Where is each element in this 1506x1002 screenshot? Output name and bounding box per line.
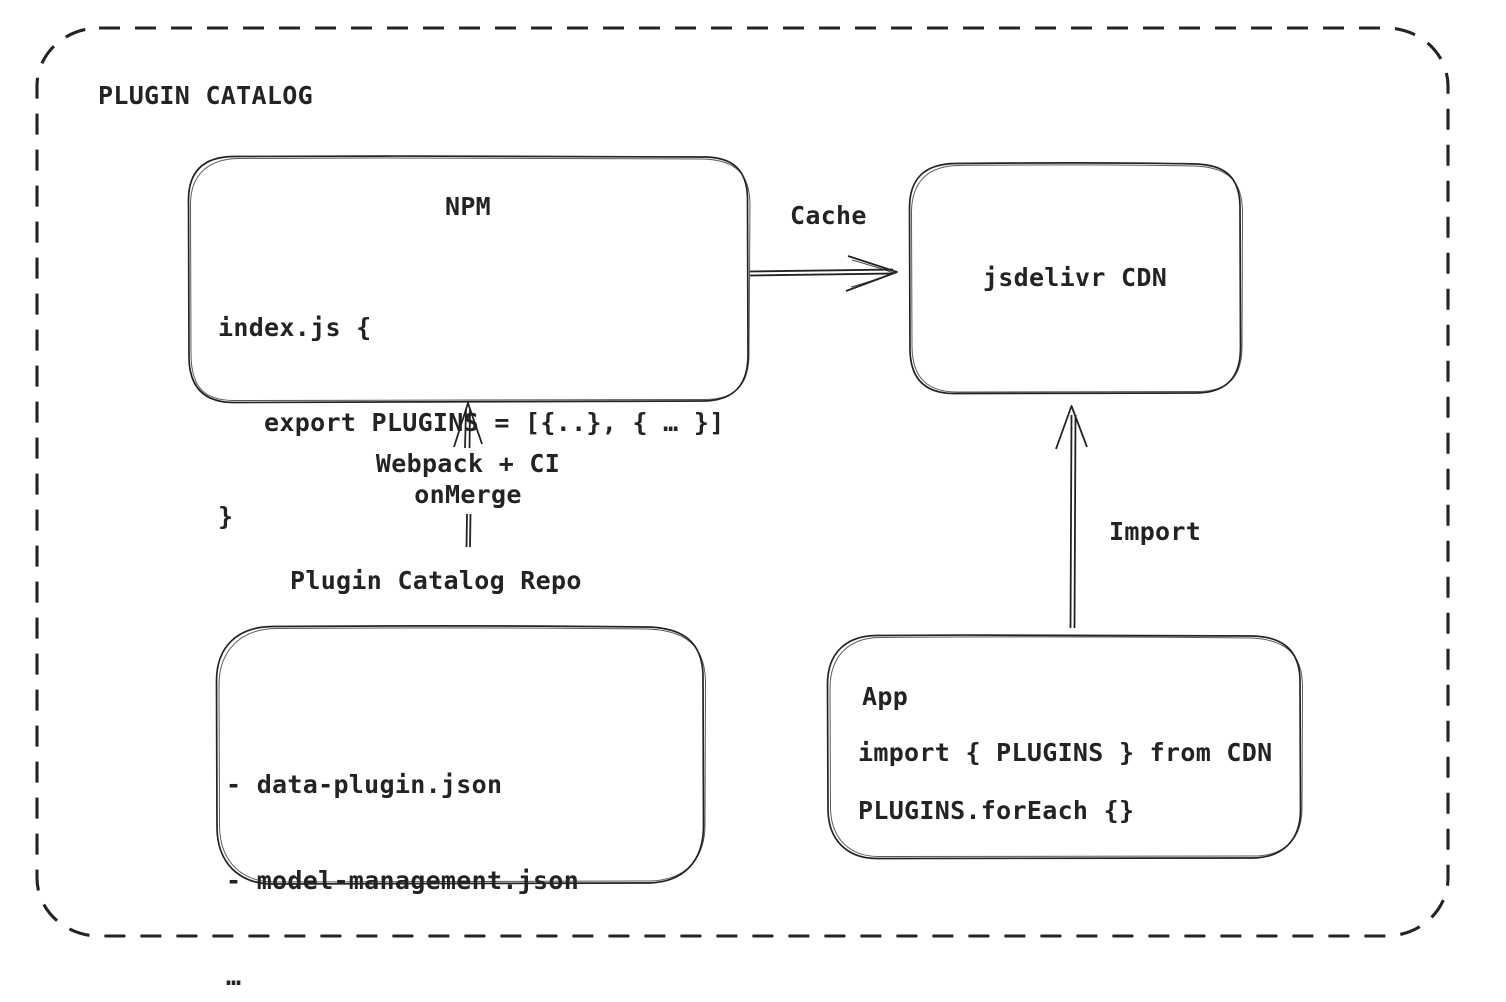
cache-arrow-label: Cache bbox=[790, 201, 867, 230]
plugin-catalog-frame bbox=[35, 26, 1450, 938]
diagram-title: PLUGIN CATALOG bbox=[98, 81, 313, 110]
repo-file-item: - data-plugin.json bbox=[226, 770, 503, 799]
app-code-line-import: import { PLUGINS } from CDN bbox=[858, 738, 1273, 767]
import-arrow-label: Import bbox=[1109, 517, 1202, 546]
npm-box-title: NPM bbox=[444, 192, 492, 221]
npm-box bbox=[187, 155, 751, 404]
build-arrow bbox=[453, 402, 483, 548]
app-box-title: App bbox=[862, 682, 909, 711]
build-arrow-label-line1: Webpack + CI bbox=[375, 449, 561, 478]
app-box bbox=[826, 634, 1303, 860]
npm-code-line: export PLUGINS = [{..}, { … }] bbox=[218, 407, 725, 437]
npm-code-line: } bbox=[218, 502, 234, 531]
npm-code: index.js { export PLUGINS = [{..}, { … }… bbox=[218, 249, 725, 596]
npm-code-line: index.js { bbox=[218, 313, 372, 342]
repo-box bbox=[215, 625, 706, 885]
repo-file-item: - model-management.json bbox=[226, 866, 580, 895]
repo-file-list: - data-plugin.json - model-management.js… bbox=[226, 705, 579, 1002]
repo-file-item: … bbox=[226, 962, 242, 991]
repo-box-label: Plugin Catalog Repo bbox=[290, 566, 582, 595]
cache-arrow bbox=[749, 255, 898, 292]
cdn-box bbox=[908, 162, 1243, 395]
cdn-box-title: jsdelivr CDN bbox=[982, 263, 1168, 292]
build-arrow-label-line2: onMerge bbox=[414, 480, 522, 509]
app-code-line-foreach: PLUGINS.forEach {} bbox=[858, 796, 1135, 825]
import-arrow bbox=[1055, 405, 1088, 629]
